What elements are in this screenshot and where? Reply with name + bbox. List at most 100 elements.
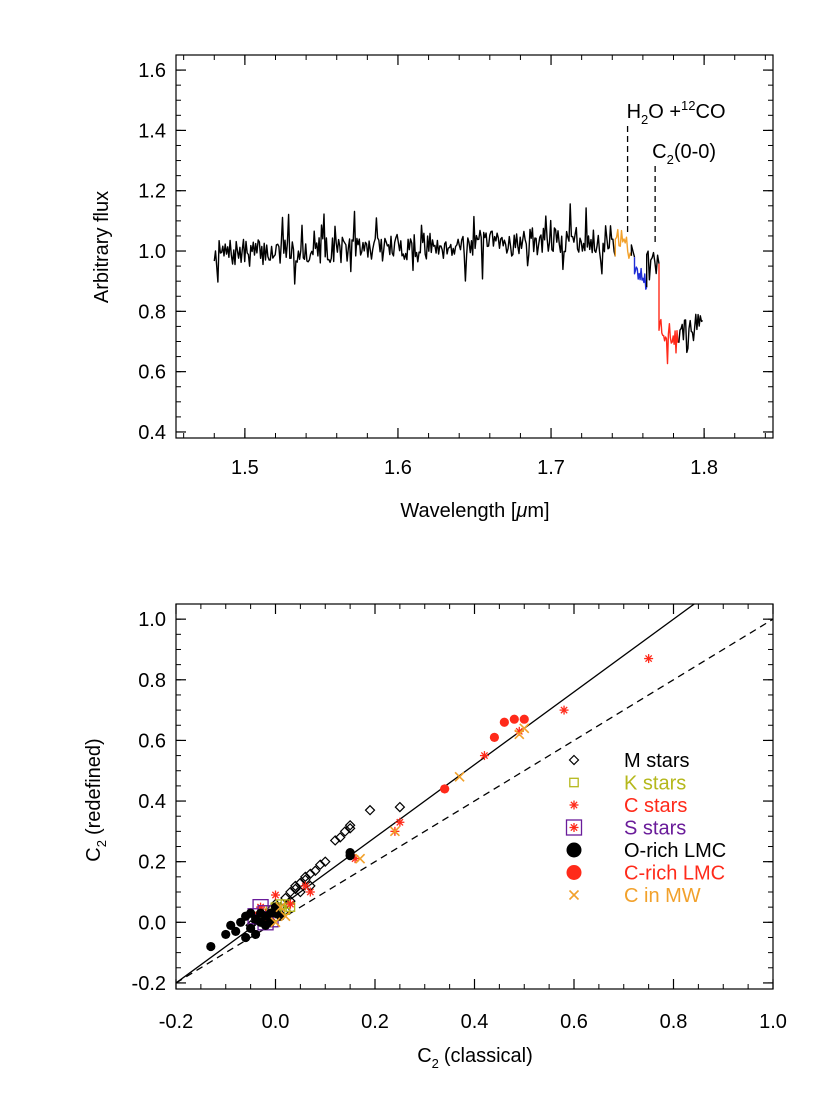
m-stars-point [304, 868, 316, 880]
spectrum-x-tick-label: 1.7 [537, 457, 565, 479]
m-stars-point [314, 859, 326, 871]
m-stars-point [309, 865, 321, 877]
o-rich-lmc-point [236, 917, 246, 927]
scatter-y-tick-label: 1.0 [138, 609, 166, 631]
scatter-y-tick-label: 0.4 [138, 791, 166, 813]
scatter-y-tick-label: 0.8 [138, 670, 166, 692]
spectrum-x-axis-label: Wavelength [μm] [400, 500, 549, 522]
o-rich-lmc-point [231, 926, 241, 937]
spectrum-x-tick-label: 1.8 [690, 457, 718, 479]
m-stars-point [280, 892, 291, 904]
scatter-x-tick-label: -0.2 [159, 1011, 193, 1033]
spectrum-segment-3 [633, 257, 648, 290]
c-rich-lmc-point [440, 784, 450, 794]
spectrum-x-tick-label: 1.5 [231, 457, 259, 479]
legend-label-c-in-mw: C in MW [624, 885, 701, 907]
legend-marker-k-stars [569, 777, 579, 788]
legend-label-c-stars: C stars [624, 795, 687, 817]
c-in-mw-point [275, 902, 286, 913]
m-stars-point [344, 819, 356, 831]
o-rich-lmc-point [246, 908, 256, 918]
o-rich-lmc-point [251, 929, 261, 940]
spectrum-segment-6 [678, 313, 704, 354]
one-to-one-line [176, 618, 773, 984]
c-stars-point [305, 887, 315, 897]
scatter-x-tick-label: 0.6 [560, 1011, 588, 1033]
c2-annotation: C2(0-0) [652, 141, 716, 167]
legend-marker-o-rich-lmc [566, 842, 582, 858]
spectrum-y-tick-label: 1.6 [138, 60, 166, 82]
spectrum-y-tick-label: 0.8 [138, 301, 166, 323]
spectrum-frame [175, 54, 774, 439]
legend-marker-c-in-mw [568, 889, 580, 901]
c-in-mw-point [355, 853, 366, 864]
o-rich-lmc-point [226, 920, 236, 930]
c-rich-lmc-point [509, 714, 519, 724]
c-in-mw-point [280, 911, 291, 922]
scatter-x-axis-label: C2(classical) [417, 1045, 533, 1071]
m-stars-point [319, 856, 331, 868]
scatter-x-tick-label: 0.0 [262, 1011, 290, 1033]
m-stars-point [394, 801, 406, 813]
k-stars-point [280, 905, 291, 916]
spectrum-y-tick-label: 1.2 [138, 181, 166, 203]
spectrum-series [213, 203, 704, 365]
c2-index-scatter: -0.2 0.0 0.2 0.4 0.6 0.8 1.0 -0.2 0.0 0.2 0.4 0.6 0.… [83, 603, 787, 1071]
o-rich-lmc-point [246, 923, 256, 933]
spectrum-segment-2 [630, 244, 636, 258]
o-rich-lmc-point [206, 941, 216, 952]
scatter-x-tick-label: 1.0 [759, 1011, 787, 1033]
spectrum-y-axis-label: Arbitrary flux [91, 191, 113, 303]
m-stars-point [334, 832, 346, 843]
spectrum-x-tick-label: 1.6 [384, 457, 412, 479]
scatter-axes: -0.2 0.0 0.2 0.4 0.6 0.8 1.0 -0.2 0.0 0.2 0.4 0.6 0.… [132, 603, 787, 1033]
scatter-x-tick-label: 0.4 [461, 1011, 489, 1033]
spectrum-y-tick-label: 1.0 [138, 241, 166, 263]
c-stars-point [285, 899, 295, 909]
c-stars-point [395, 817, 405, 827]
scatter-y-tick-label: 0.0 [138, 912, 166, 934]
scatter-x-tick-label: 0.8 [660, 1011, 688, 1033]
scatter-y-tick-label: 0.6 [138, 730, 166, 752]
m-stars-point [339, 826, 351, 837]
legend-label-s-stars: S stars [624, 818, 686, 840]
c-rich-lmc-point [489, 732, 499, 742]
spectrum-segment-0 [213, 203, 616, 285]
c-stars-point [479, 751, 489, 761]
c-in-mw-point [389, 826, 400, 837]
scatter-y-tick-label: 0.2 [138, 852, 166, 874]
c-stars-point [271, 890, 280, 900]
m-stars-point [295, 886, 306, 898]
o-rich-lmc-point [265, 917, 276, 927]
c-stars-point [644, 654, 654, 664]
m-stars-point [300, 871, 311, 883]
scatter-y-tick-label: -0.2 [132, 973, 166, 995]
m-stars-point [364, 804, 376, 816]
c-stars-point [559, 705, 569, 715]
legend-marker-s-stars [565, 819, 583, 836]
scatter-x-tick-label: 0.2 [361, 1011, 389, 1033]
legend-label-o-rich-lmc: O-rich LMC [624, 840, 726, 862]
legend-marker-c-stars [569, 800, 579, 810]
o-rich-lmc-point [345, 851, 355, 861]
m-stars-point [290, 883, 301, 895]
c-in-mw-point [454, 771, 465, 782]
spectrum-segment-1 [614, 228, 633, 259]
spectrum-y-tick-label: 1.4 [138, 120, 166, 142]
legend-label-k-stars: K stars [624, 773, 686, 795]
spectrum-segment-5 [658, 263, 680, 365]
c-in-mw-point [519, 723, 530, 734]
c-rich-lmc-point [499, 717, 509, 727]
spectrum-segment-4 [646, 250, 660, 288]
scatter-y-axis-label: C2(redefined) [83, 738, 109, 861]
m-stars-point [290, 880, 301, 892]
c-in-mw-point [270, 917, 281, 928]
c-stars-point [300, 881, 310, 891]
o-rich-lmc-point [241, 932, 251, 943]
legend-label-m-stars: M stars [624, 750, 690, 772]
